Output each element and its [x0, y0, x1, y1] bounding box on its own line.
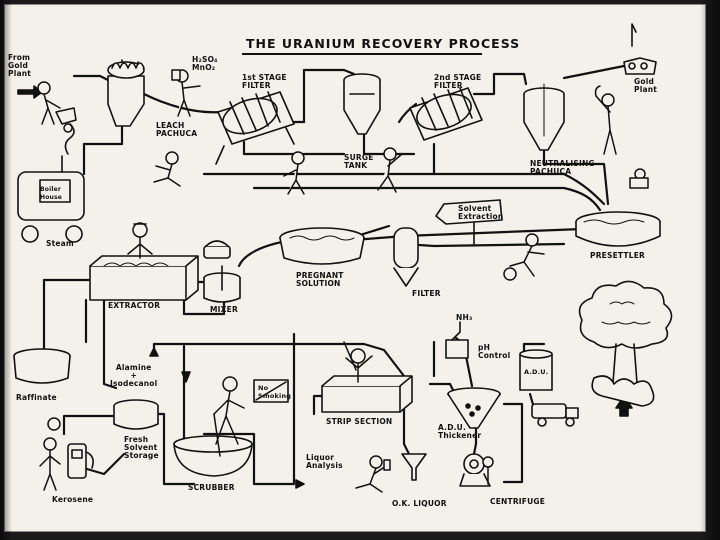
label-adu-thickener: A.D.U. Thickener: [438, 423, 482, 440]
label-gold-plant: Gold Plant: [634, 77, 658, 94]
flow-diagram: [13, 23, 673, 493]
leach-pachuca-vessel: [107, 59, 145, 127]
label-second-stage-filter: 2nd STAGE FILTER: [434, 73, 482, 90]
worker-neutralising: [629, 168, 649, 189]
worker-wheelbarrow: [37, 81, 77, 133]
mushroom-cloud: [578, 280, 673, 407]
strip-section-tank: [321, 375, 413, 413]
worker-presettler: [503, 233, 545, 281]
label-scrubber: SCRUBBER: [188, 483, 235, 492]
fresh-solvent-storage: [113, 399, 159, 430]
label-steam: Steam: [46, 239, 74, 248]
kerosene-pump: [67, 443, 94, 479]
label-adu-tank: A.D.U.: [524, 368, 549, 376]
neutralising-pachuca: [523, 83, 565, 151]
worker-gold: [594, 85, 617, 155]
ok-liquor-funnel: [401, 453, 427, 481]
label-surge-tank: SURGE TANK: [344, 153, 374, 170]
mixer-tank: [203, 265, 241, 303]
worker-kerosene: [39, 417, 61, 491]
label-presettler: PRESETTLER: [590, 251, 646, 260]
label-no-smoking: No Smoking: [258, 384, 292, 400]
label-liquor-analysis: Liquor Analysis: [306, 453, 343, 470]
label-extractor: EXTRACTOR: [108, 301, 161, 310]
presettler-tank: [575, 211, 661, 247]
boiler: [17, 123, 85, 243]
surge-tank: [343, 73, 381, 135]
ph-control-tank: [445, 321, 469, 359]
label-strip-section: STRIP SECTION: [326, 417, 393, 426]
label-pregnant-solution: PREGNANT SOLUTION: [296, 271, 344, 288]
adu-thickener: [447, 387, 501, 429]
worker-leach: [153, 151, 181, 187]
process-sheet: THE URANIUM RECOVERY PROCESS: [4, 4, 706, 532]
label-nh3: NH₃: [456, 313, 473, 322]
label-h2so4-mno2: H₂SO₄ MnO₂: [192, 55, 218, 72]
label-filter: FILTER: [412, 289, 441, 298]
raffinate-tank: [13, 348, 71, 384]
label-neutralising-pachuca: NEUTRALISING PACHUCA: [530, 159, 595, 176]
label-from-gold-plant: From Gold Plant: [8, 53, 32, 78]
label-raffinate: Raffinate: [16, 393, 57, 402]
label-ph-control: pH Control: [478, 343, 511, 360]
filter-column: [393, 227, 419, 287]
extractor-tank: [89, 255, 199, 301]
worker-analysis: [355, 455, 391, 493]
label-mixer: MIXER: [210, 305, 238, 314]
label-first-stage-filter: 1st STAGE FILTER: [242, 73, 287, 90]
label-leach-pachuca: LEACH PACHUCA: [156, 121, 198, 138]
label-solvent-extraction: Solvent Extraction: [458, 204, 504, 221]
gold-plant-cart: [623, 23, 657, 75]
worker-extractor: [127, 222, 153, 259]
scrubber-vat: [173, 435, 253, 477]
label-fresh-solvent-storage: Fresh Solvent Storage: [124, 435, 159, 460]
pregnant-solution-vat: [279, 227, 365, 265]
label-centrifuge: CENTRIFUGE: [490, 497, 546, 506]
label-boiler: Boiler House: [40, 186, 63, 201]
telephone: [203, 240, 231, 259]
label-ok-liquor: O.K. LIQUOR: [392, 499, 447, 508]
label-kerosene: Kerosene: [52, 495, 94, 504]
adu-truck: [531, 403, 579, 427]
up-arrow: [149, 347, 159, 357]
label-alamine: Alamine + Isodecanol: [110, 363, 158, 388]
right-arrow: [295, 479, 305, 489]
second-stage-filter: [409, 87, 483, 141]
